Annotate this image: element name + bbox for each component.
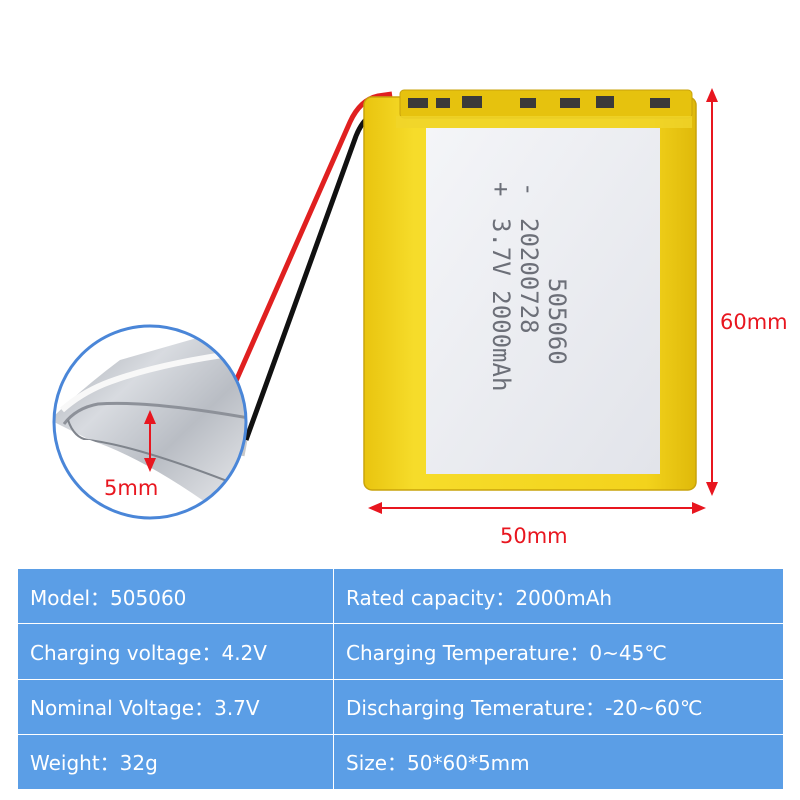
table-row: Charging voltage：4.2V Charging Temperatu…	[17, 623, 784, 680]
spec-weight: Weight：32g	[17, 733, 334, 791]
spec-model: Model：505060	[17, 567, 334, 625]
width-arrow	[368, 502, 706, 514]
spec-rated-capacity: Rated capacity：2000mAh	[333, 567, 784, 625]
table-row: Nominal Voltage：3.7V Discharging Temerat…	[17, 678, 784, 735]
print-polarity-pos: +	[487, 182, 515, 196]
battery-illustration: 505060 20200728 3.7V 2000mAh - +	[52, 88, 718, 520]
table-row: Weight：32g Size：50*60*5mm	[17, 733, 784, 791]
spec-discharging-temperature: Discharging Temerature：-20~60℃	[333, 678, 784, 735]
zoom-ring	[52, 324, 248, 520]
thickness-dimension-label: 5mm	[104, 476, 159, 500]
width-dimension-label: 50mm	[500, 524, 568, 548]
red-wire	[229, 91, 393, 392]
print-spec: 3.7V 2000mAh	[487, 218, 515, 391]
table-row: Model：505060 Rated capacity：2000mAh	[17, 567, 784, 625]
spec-charging-temperature: Charging Temperature：0~45℃	[333, 623, 784, 680]
thickness-arrow	[144, 410, 156, 472]
height-dimension-label: 60mm	[720, 310, 788, 334]
spec-nominal-voltage: Nominal Voltage：3.7V	[17, 678, 334, 735]
height-arrow	[706, 88, 718, 496]
spec-size: Size：50*60*5mm	[333, 733, 784, 791]
print-polarity-neg: -	[515, 182, 543, 196]
battery-label	[426, 128, 660, 474]
spec-table: Model：505060 Rated capacity：2000mAh Char…	[17, 567, 784, 791]
print-date: 20200728	[515, 218, 543, 334]
spec-charging-voltage: Charging voltage：4.2V	[17, 623, 334, 680]
print-model: 505060	[543, 278, 571, 365]
